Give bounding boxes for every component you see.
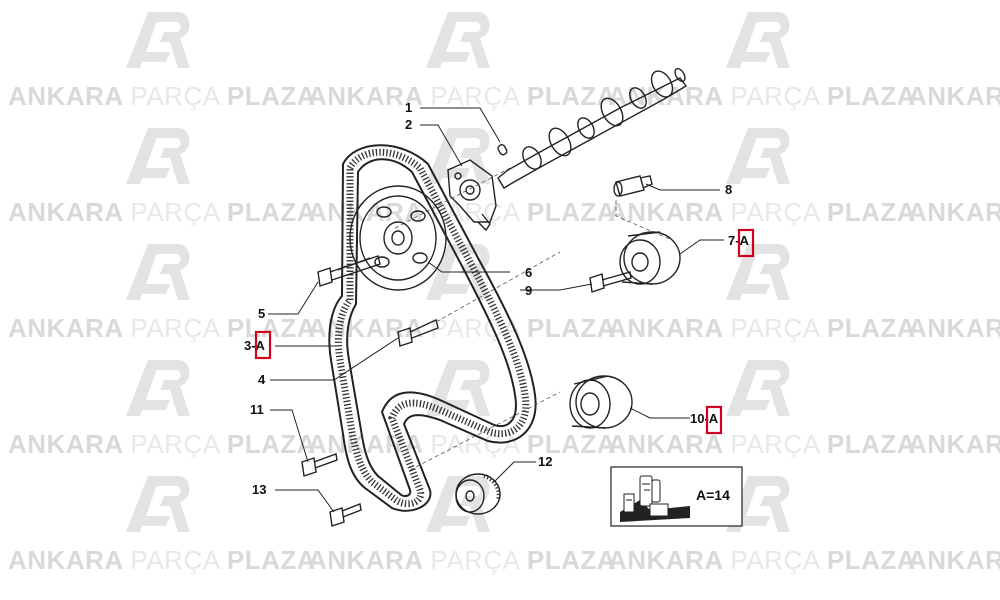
ap-logo-icon bbox=[126, 360, 190, 416]
idler-bolt-lower bbox=[301, 453, 338, 477]
idler-pulley bbox=[569, 375, 633, 429]
ap-logo-icon bbox=[726, 12, 790, 68]
watermark-text: ANKARA PARÇA PLAZA bbox=[8, 313, 316, 343]
callout-9: 9 bbox=[525, 283, 532, 298]
watermark-text: ANKARA PARÇA PLAZA bbox=[608, 81, 916, 111]
ap-logo-icon bbox=[426, 360, 490, 416]
callout-2: 2 bbox=[405, 117, 412, 132]
ap-logo-icon bbox=[426, 12, 490, 68]
timing-belt bbox=[328, 144, 537, 512]
callout-labels: 1 2 5 3-A 4 6 9 8 7-A 11 12 13 10-A bbox=[244, 100, 750, 497]
highlight-7-a bbox=[737, 228, 755, 258]
camshaft-pulley bbox=[349, 185, 447, 291]
parts-kit-icon bbox=[620, 475, 690, 522]
watermark-text: ANKARA PARÇA PLAZA bbox=[8, 545, 316, 575]
callout-10-a: 10-A bbox=[690, 411, 719, 426]
woodruff-key bbox=[497, 144, 508, 156]
ap-logo-icon bbox=[726, 128, 790, 184]
watermark-text: ANKARA PARÇA PLAZA bbox=[908, 429, 1000, 459]
watermark-text: ANKARA PARÇA PLAZA bbox=[608, 545, 916, 575]
highlight-boxes bbox=[254, 228, 755, 435]
ap-logo-icon bbox=[126, 476, 190, 532]
watermark-text: ANKARA PARÇA PLAZA bbox=[308, 197, 616, 227]
callout-8: 8 bbox=[725, 182, 732, 197]
camshaft bbox=[497, 67, 688, 189]
watermark-text: ANKARA PARÇA PLAZA bbox=[308, 429, 616, 459]
idler-bolt bbox=[589, 271, 632, 293]
crank-bolt bbox=[329, 503, 362, 527]
callout-11: 11 bbox=[250, 402, 264, 417]
watermark-text: ANKARA PARÇA PLAZA bbox=[908, 81, 1000, 111]
kit-label: A=14 bbox=[696, 487, 730, 503]
watermark-text: ANKARA PARÇA PLAZA bbox=[908, 545, 1000, 575]
tensioner-bolt bbox=[397, 251, 561, 347]
watermark-text: ANKARA PARÇA PLAZA bbox=[908, 313, 1000, 343]
ap-logo-icon bbox=[426, 476, 490, 532]
crankshaft-gear bbox=[455, 473, 501, 515]
callout-5: 5 bbox=[258, 306, 265, 321]
callout-1: 1 bbox=[405, 100, 412, 115]
watermark-text: ANKARA PARÇA PLAZA bbox=[8, 81, 316, 111]
watermark-text: ANKARA PARÇA PLAZA bbox=[908, 197, 1000, 227]
highlight-10-a bbox=[705, 405, 723, 435]
ap-logo-icon bbox=[126, 12, 190, 68]
watermark-text: ANKARA PARÇA PLAZA bbox=[8, 197, 316, 227]
ap-logo-icon bbox=[126, 244, 190, 300]
callout-3-a: 3-A bbox=[244, 338, 266, 353]
callout-6: 6 bbox=[525, 265, 532, 280]
leader-lines bbox=[268, 107, 724, 513]
camshaft-hub bbox=[447, 159, 497, 232]
watermark-text: ANKARA PARÇA PLAZA bbox=[608, 197, 916, 227]
tensioner-pulley bbox=[619, 231, 681, 285]
kit-box: A=14 bbox=[610, 466, 743, 527]
tensioner-pin bbox=[613, 175, 653, 197]
watermark-text: ANKARA PARÇA PLAZA bbox=[8, 429, 316, 459]
ap-logo-icon bbox=[126, 128, 190, 184]
watermark-text: ANKARA PARÇA PLAZA bbox=[608, 313, 916, 343]
idler-axis bbox=[409, 391, 561, 471]
callout-12: 12 bbox=[538, 454, 552, 469]
watermark-text: ANKARA PARÇA PLAZA bbox=[308, 81, 616, 111]
watermark-text: ANKARA PARÇA PLAZA bbox=[308, 545, 616, 575]
watermark-text: ANKARA PARÇA PLAZA bbox=[608, 429, 916, 459]
highlight-3-a bbox=[254, 330, 272, 360]
camshaft-axis bbox=[394, 167, 511, 229]
ap-logo-icon bbox=[426, 128, 490, 184]
pulley-bolt bbox=[317, 255, 381, 287]
callout-13: 13 bbox=[252, 482, 266, 497]
callout-4: 4 bbox=[258, 372, 266, 387]
ap-logo-icon bbox=[726, 244, 790, 300]
watermark-text: ANKARA PARÇA PLAZA bbox=[308, 313, 616, 343]
ap-logo-icon bbox=[726, 360, 790, 416]
